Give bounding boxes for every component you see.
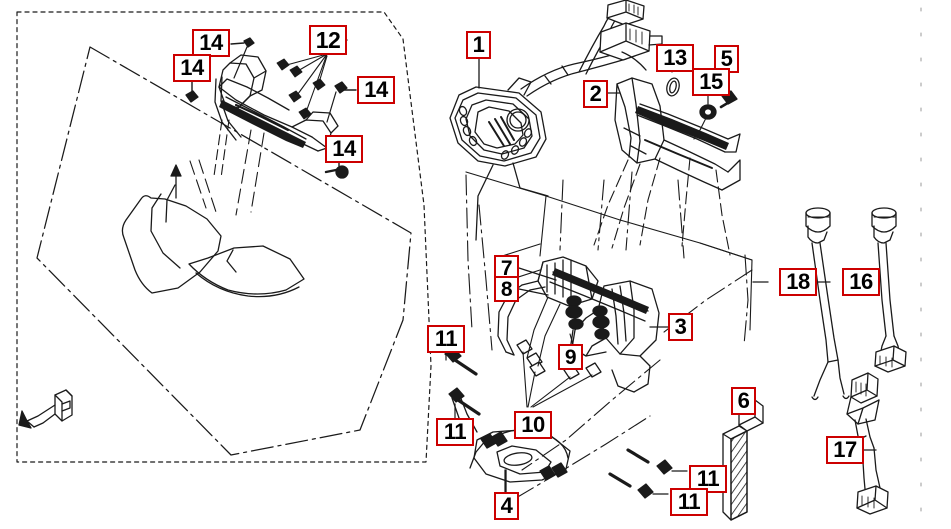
bolt-set-11-right — [608, 448, 688, 499]
part-callout-10[interactable]: 10 — [514, 411, 552, 439]
reference-panel-outer-boundary — [16, 11, 432, 463]
part-callout-4[interactable]: 4 — [494, 492, 519, 520]
part-callout-1[interactable]: 1 — [466, 31, 491, 59]
left-bracket-assembly — [213, 54, 339, 179]
washer-15 — [699, 95, 717, 120]
part-callout-11[interactable]: 11 — [427, 325, 465, 353]
screw-14a — [230, 37, 255, 79]
part-callout-2[interactable]: 2 — [583, 80, 608, 108]
part-callout-15[interactable]: 15 — [692, 68, 730, 96]
part-callout-18[interactable]: 18 — [779, 268, 817, 296]
part-callout-11[interactable]: 11 — [436, 418, 474, 446]
part-callout-14[interactable]: 14 — [192, 29, 230, 57]
part-callout-17[interactable]: 17 — [826, 436, 864, 464]
connector-harness-17 — [846, 372, 889, 515]
switch-cable-16 — [871, 207, 907, 373]
part-callout-3[interactable]: 3 — [668, 313, 693, 341]
part-callout-13[interactable]: 13 — [656, 44, 694, 72]
upper-meter-bracket — [593, 77, 741, 256]
screw-14c — [326, 81, 357, 123]
grommet-stack-9 — [565, 295, 610, 353]
speedometer-assembly — [449, 77, 549, 241]
part-callout-14[interactable]: 14 — [325, 135, 363, 163]
indicator-lamps — [458, 105, 533, 160]
part-callout-12[interactable]: 12 — [309, 25, 347, 55]
part-callout-6[interactable]: 6 — [731, 387, 756, 415]
meter-wiring-harness — [520, 0, 663, 97]
part-callout-14[interactable]: 14 — [357, 76, 395, 104]
assembly-guide-lines — [465, 171, 753, 499]
part-callout-9[interactable]: 9 — [558, 344, 583, 370]
front-cowl-reference-shape — [121, 129, 305, 298]
screw-heads-12 — [276, 58, 326, 120]
part-callout-11[interactable]: 11 — [689, 465, 727, 493]
corner-clip-part — [18, 389, 73, 429]
lower-housing-4 — [451, 395, 571, 498]
part-callout-16[interactable]: 16 — [842, 268, 880, 296]
meter-case-lower-assembly — [497, 256, 660, 408]
part-callout-8[interactable]: 8 — [494, 276, 519, 302]
reference-panel-inner-boundary — [36, 46, 412, 456]
switch-cable-18 — [805, 207, 850, 401]
part-callout-11[interactable]: 11 — [670, 488, 708, 516]
part-callout-14[interactable]: 14 — [173, 54, 211, 82]
